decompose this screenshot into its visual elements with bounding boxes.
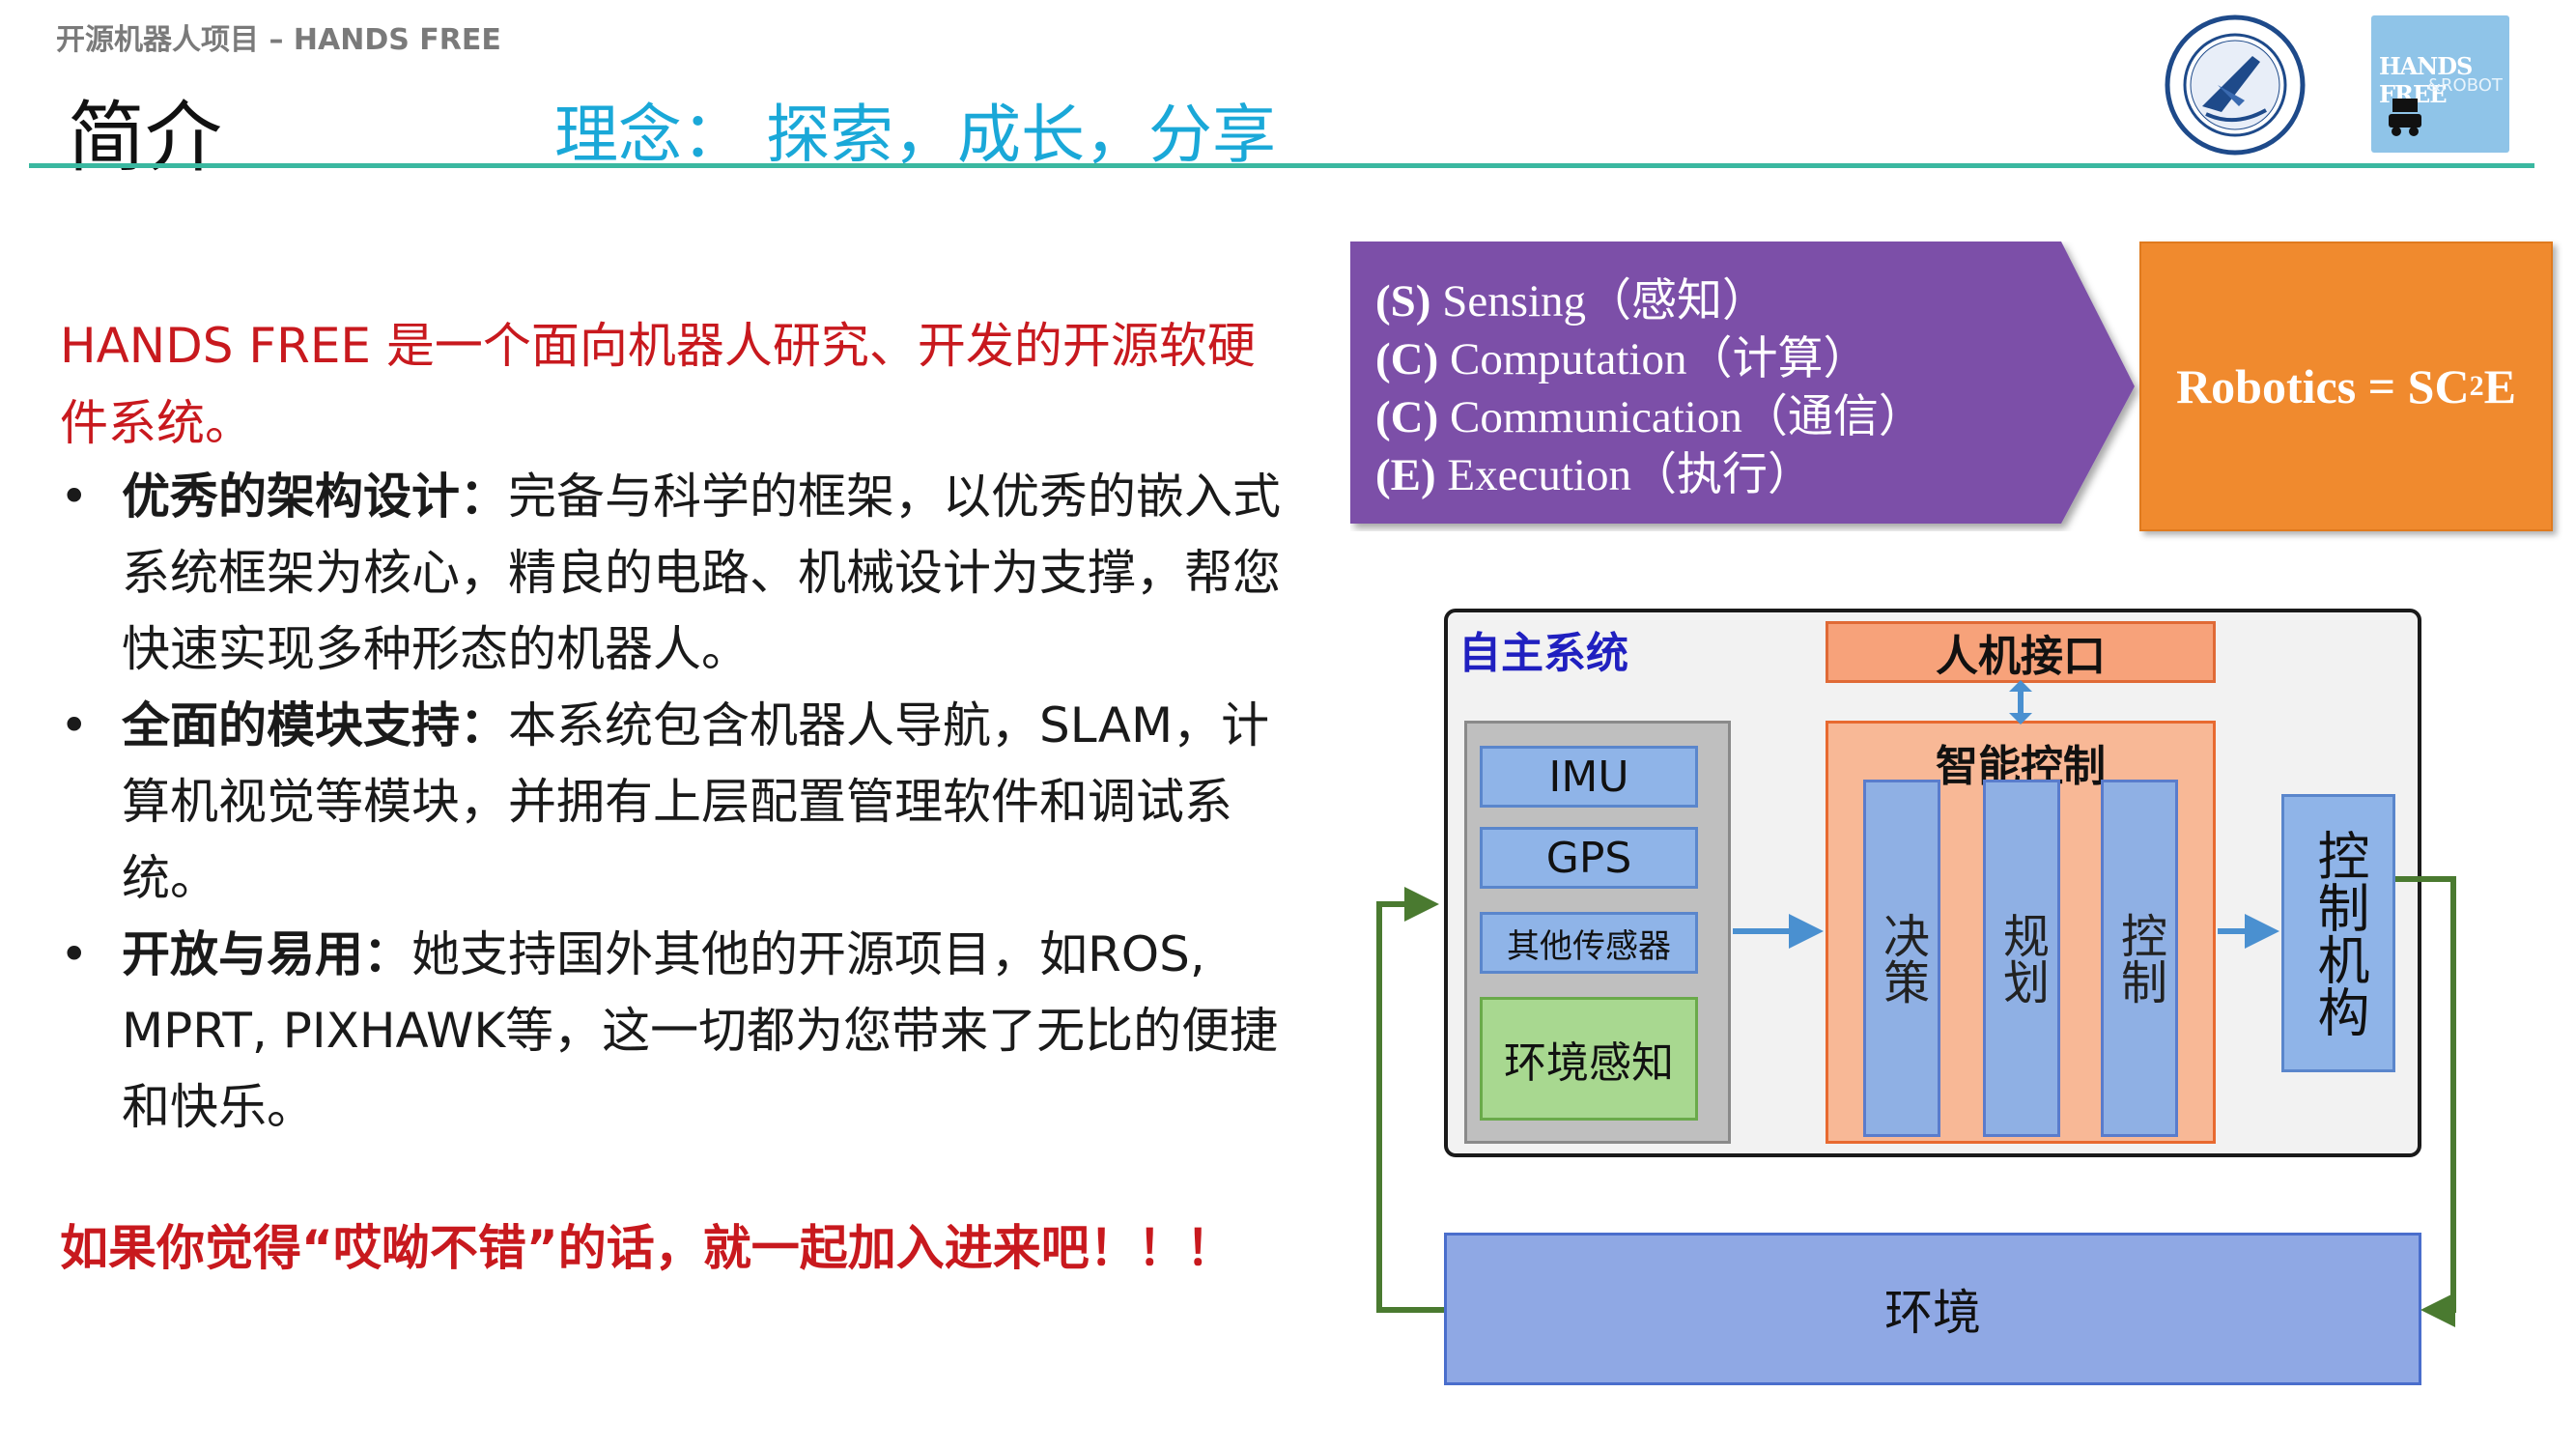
list-item: • 开放与易用：她支持国外其他的开源项目，如ROS, MPRT, PIXHAWK… [60, 917, 1287, 1146]
robot-icon [2389, 99, 2421, 136]
sc2e-lines: (S) Sensing（感知） (C) Computation（计算） (C) … [1375, 272, 1924, 504]
intro-paragraph: HANDS FREE 是一个面向机器人研究、开发的开源软硬件系统。 [60, 318, 1256, 451]
feature-text: 本系统包含机器人导航，SLAM，计算机视觉等模块，并拥有上层配置管理软件和调试系… [122, 697, 1270, 906]
environment-box: 环境 [1444, 1233, 2421, 1385]
bullet-dot: • [60, 469, 89, 525]
feature-title: 优秀的架构设计： [122, 469, 508, 525]
feature-list: • 优秀的架构设计：完备与科学的框架，以优秀的嵌入式系统框架为核心，精良的电路、… [60, 459, 1287, 1146]
formula-end: E [2483, 359, 2516, 413]
hands-free-logo-text: HANDS FREE [2379, 52, 2473, 108]
slogan: 理念： 探索，成长，分享 [554, 98, 1276, 172]
sensor-imu: IMU [1480, 746, 1698, 808]
sc2e-arrow-shape [1350, 242, 2135, 524]
autonomous-system-label: 自主系统 [1458, 629, 1628, 678]
feature-title: 全面的模块支持： [122, 697, 508, 753]
stage-control: 控制 [2101, 780, 2178, 1137]
list-item: • 全面的模块支持：本系统包含机器人导航，SLAM，计算机视觉等模块，并拥有上层… [60, 688, 1287, 917]
hands-free-logo: HANDS FREE &ROBOT [2371, 15, 2509, 153]
smart-control-panel: 智能控制 决策 规划 控制 [1826, 721, 2216, 1144]
feature-text: 她支持国外其他的开源项目，如ROS, MPRT, PIXHAWK等，这一切都为您… [122, 926, 1279, 1135]
human-machine-interface: 人机接口 [1826, 621, 2216, 683]
bullet-dot: • [60, 926, 89, 982]
title-divider [29, 163, 2534, 168]
sensor-gps: GPS [1480, 827, 1698, 889]
bullet-dot: • [60, 697, 89, 753]
project-header: 开源机器人项目 – HANDS FREE [56, 23, 501, 57]
sc2e-line-execution: (E) Execution（执行） [1375, 450, 1813, 500]
university-seal-logo [2165, 14, 2306, 156]
sc2e-line-sensing: (S) Sensing（感知） [1375, 276, 1769, 327]
list-item: • 优秀的架构设计：完备与科学的框架，以优秀的嵌入式系统框架为核心，精良的电路、… [60, 459, 1287, 688]
formula-main: Robotics = SC [2176, 359, 2470, 413]
feature-text: 完备与科学的框架，以优秀的嵌入式系统框架为核心，精良的电路、机械设计为支撑，帮您… [122, 469, 1281, 677]
arrow-environment-to-system [1376, 887, 1444, 1313]
stage-decision: 决策 [1863, 780, 1940, 1137]
feature-title: 开放与易用： [122, 926, 411, 982]
stage-planning: 规划 [1983, 780, 2060, 1137]
sensor-other: 其他传感器 [1480, 912, 1698, 974]
formula-superscript: 2 [2469, 370, 2484, 402]
closing-call-to-action: 如果你觉得“哎呦不错”的话，就一起加入进来吧！！！ [60, 1220, 1234, 1276]
sc2e-line-computation: (C) Computation（计算） [1375, 334, 1869, 384]
hands-free-logo-sub: &ROBOT [2427, 75, 2503, 96]
page-title: 简介 [68, 93, 222, 183]
sc2e-line-communication: (C) Communication（通信） [1375, 392, 1924, 442]
environment-perception: 环境感知 [1480, 997, 1698, 1121]
actuator-mechanism: 控制机构 [2281, 794, 2395, 1072]
